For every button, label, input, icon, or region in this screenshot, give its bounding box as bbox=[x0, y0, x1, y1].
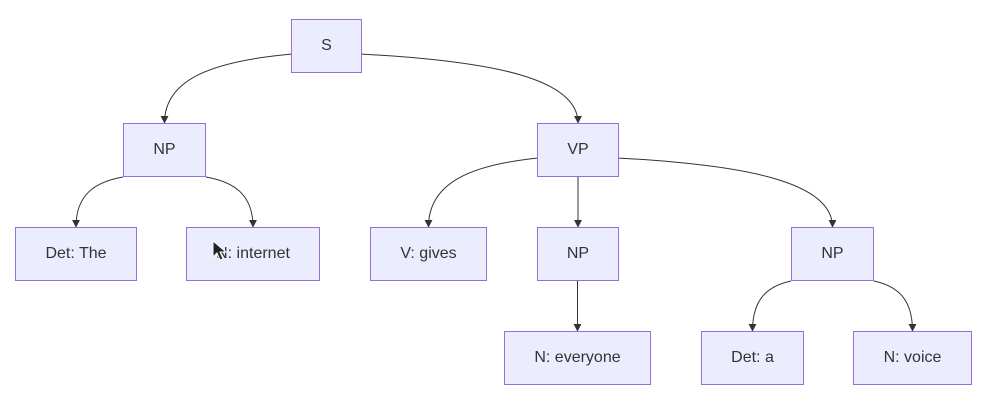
node-n-internet[interactable]: N: internet bbox=[186, 227, 320, 281]
node-np-indirect-object-label: NP bbox=[566, 245, 590, 262]
node-n-internet-label: N: internet bbox=[216, 245, 290, 262]
node-det-a-label: Det: a bbox=[731, 349, 774, 366]
edge-np1-det1 bbox=[72, 176, 124, 228]
edge-np3-det2 bbox=[748, 280, 792, 332]
edge-vp-v bbox=[424, 157, 538, 228]
node-n-voice[interactable]: N: voice bbox=[853, 331, 972, 385]
edge-s-np1 bbox=[160, 53, 292, 124]
node-np-subject[interactable]: NP bbox=[123, 123, 206, 177]
node-s-label: S bbox=[321, 37, 332, 54]
node-np-subject-label: NP bbox=[153, 141, 176, 158]
edge-np1-n1 bbox=[205, 176, 257, 228]
edge-np3-n3 bbox=[873, 280, 917, 332]
node-np-direct-object[interactable]: NP bbox=[791, 227, 874, 281]
node-n-everyone[interactable]: N: everyone bbox=[504, 331, 651, 385]
node-vp-label: VP bbox=[567, 141, 589, 158]
edge-s-vp bbox=[361, 53, 582, 124]
node-v-gives[interactable]: V: gives bbox=[370, 227, 487, 281]
node-n-everyone-label: N: everyone bbox=[534, 349, 621, 366]
node-det-the[interactable]: Det: The bbox=[15, 227, 137, 281]
node-np-indirect-object[interactable]: NP bbox=[537, 227, 619, 281]
node-np-direct-object-label: NP bbox=[821, 245, 844, 262]
node-s[interactable]: S bbox=[291, 19, 362, 73]
node-n-voice-label: N: voice bbox=[883, 349, 942, 366]
node-det-a[interactable]: Det: a bbox=[701, 331, 804, 385]
node-det-the-label: Det: The bbox=[45, 245, 107, 262]
node-vp[interactable]: VP bbox=[537, 123, 619, 177]
node-v-gives-label: V: gives bbox=[400, 245, 457, 262]
edge-vp-np3 bbox=[618, 157, 837, 228]
